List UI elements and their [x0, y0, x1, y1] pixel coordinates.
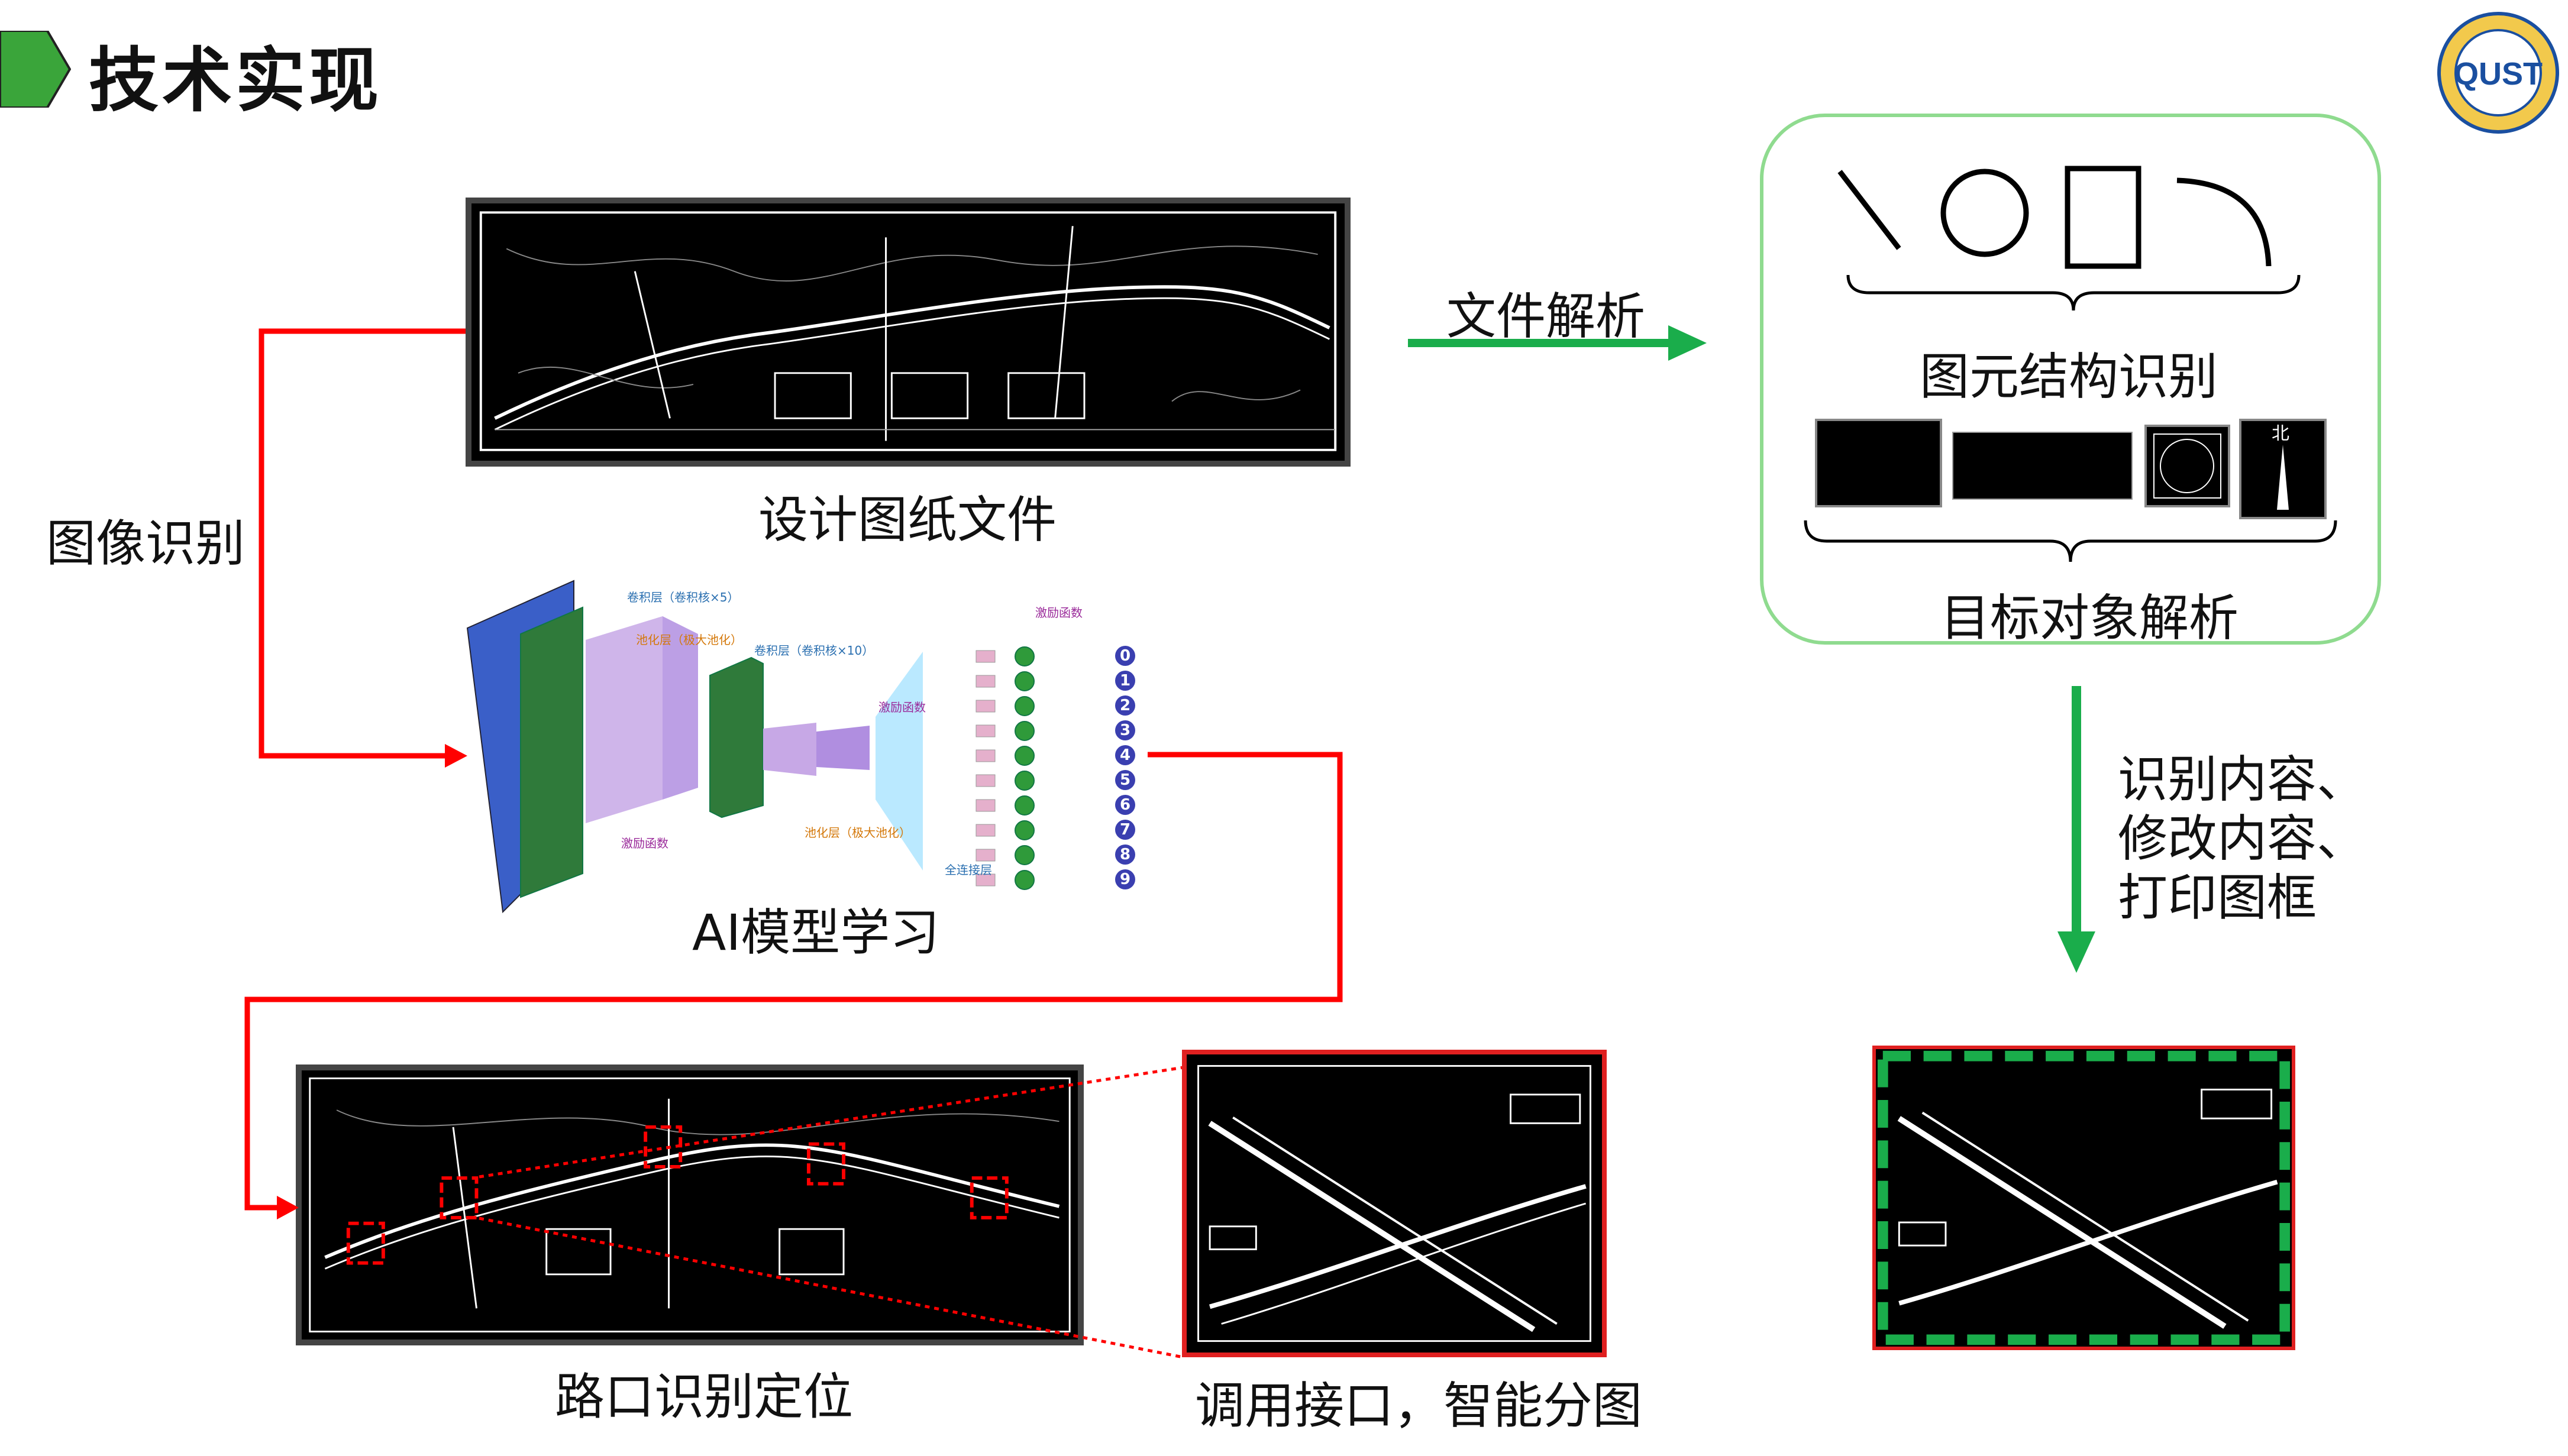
act-bottom-label: 激励函数: [621, 836, 668, 850]
digit-6: 6: [1115, 795, 1135, 815]
brace-top: [1846, 269, 2301, 316]
title-marker-icon: [0, 30, 72, 109]
university-logo: QUST: [2436, 11, 2560, 135]
act-top-label: 激励函数: [1035, 606, 1083, 620]
digit-1: 1: [1115, 671, 1135, 691]
frame-thumb: [1815, 419, 1942, 507]
north-arrow-thumb: [2239, 419, 2327, 519]
api-split-label: 调用接口，智能分图: [1195, 1377, 1643, 1435]
split-drawing-image: [1182, 1050, 1607, 1357]
cnn-model-diagram: [461, 575, 1148, 918]
digit-5: 5: [1115, 770, 1135, 790]
intersection-label: 路口识别定位: [555, 1368, 854, 1426]
design-drawing-image: [466, 198, 1351, 467]
conv2-label: 卷积层（卷积核×10）: [754, 643, 874, 658]
conv1-label: 卷积层（卷积核×5）: [627, 590, 739, 604]
image-recognition-label: 图像识别: [46, 515, 246, 572]
primitive-shapes: [1834, 160, 2307, 278]
brace-bottom: [1803, 515, 2338, 568]
digit-2: 2: [1115, 695, 1135, 716]
digit-3: 3: [1115, 720, 1135, 740]
modify-line-2: 修改内容、: [2118, 810, 2367, 868]
border-thumb: [2144, 425, 2230, 507]
titleblock-thumb: [1952, 432, 2133, 500]
digit-7: 7: [1115, 820, 1135, 840]
pool1-label: 池化层（极大池化）: [636, 633, 742, 647]
act-mid-label: 激励函数: [878, 700, 926, 714]
digit-0: 0: [1115, 646, 1135, 666]
fc-label: 全连接层: [945, 863, 992, 877]
modify-line-1: 识别内容、: [2118, 750, 2367, 808]
design-file-label: 设计图纸文件: [758, 491, 1057, 549]
target-parse-label: 目标对象解析: [1940, 589, 2239, 647]
modify-steps: 识别内容、 修改内容、 打印图框: [2118, 750, 2366, 927]
zoom-connector: [450, 1059, 1189, 1366]
ai-model-label: AI模型学习: [692, 904, 940, 962]
modify-line-3: 打印图框: [2118, 869, 2317, 927]
pool2-label: 池化层（极大池化）: [805, 826, 911, 840]
primitive-struct-label: 图元结构识别: [1920, 348, 2218, 406]
page-title: 技术实现: [89, 40, 383, 121]
svg-text:QUST: QUST: [2454, 56, 2543, 92]
north-label: 北: [2272, 423, 2289, 444]
digit-9: 9: [1115, 869, 1135, 889]
digit-8: 8: [1115, 845, 1135, 865]
file-parse-label: 文件解析: [1446, 287, 1646, 345]
digit-4: 4: [1115, 745, 1135, 765]
parse-panel: [1760, 114, 2381, 645]
print-frame-image: [1872, 1046, 2295, 1350]
